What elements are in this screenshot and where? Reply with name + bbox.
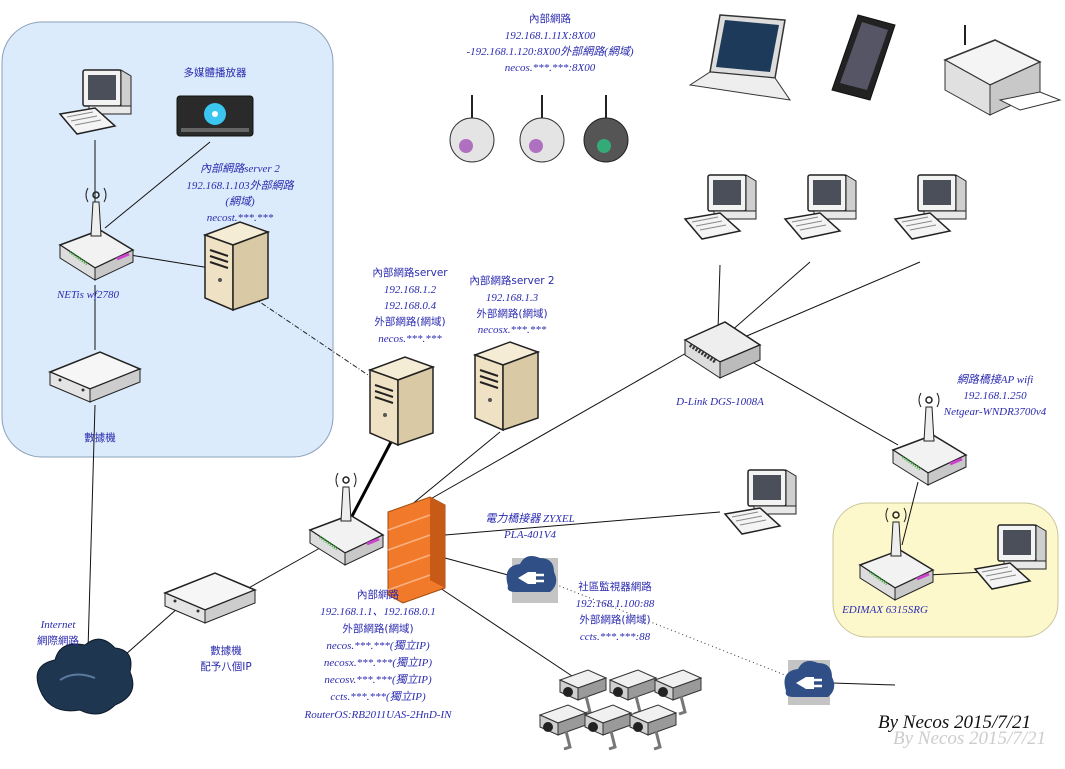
svg-text:外部網路(網域): 外部網路(網域)	[579, 613, 650, 626]
svg-text:電力橋接器 ZYXEL: 電力橋接器 ZYXEL	[485, 512, 575, 525]
svg-text:內部網路: 內部網路	[357, 588, 399, 601]
svg-text:necos.***.***(獨立IP): necos.***.***(獨立IP)	[326, 639, 430, 652]
desktop-computer-icon	[684, 174, 757, 240]
svg-text:RouterOS:RB2011UAS-2HnD-IN: RouterOS:RB2011UAS-2HnD-IN	[303, 709, 452, 721]
svg-text:necosx.***.***: necosx.***.***	[478, 324, 547, 336]
modem-left-label: 數據機	[84, 431, 116, 444]
svg-text:necost.***.***: necost.***.***	[207, 212, 274, 224]
internet-cloud-icon	[36, 638, 134, 715]
lan-zone	[1, 21, 334, 458]
svg-text:內部網路server 2: 內部網路server 2	[200, 162, 280, 175]
edimax-label: EDIMAX 6315SRG	[841, 604, 928, 616]
switch-label: D-Link DGS-1008A	[675, 396, 764, 408]
ap-label: 網路橋接AP wifi 192.168.1.250 Netgear-WNDR37…	[943, 373, 1047, 418]
media-player-icon	[176, 95, 254, 137]
server2-icon	[474, 341, 539, 431]
svg-text:內部網路server: 內部網路server	[372, 266, 448, 279]
signature: By Necos 2015/7/21	[878, 712, 1031, 733]
svg-text:192.168.1.1、192.168.0.1: 192.168.1.1、192.168.0.1	[320, 606, 436, 618]
svg-text:外部網路(網域): 外部網路(網域)	[374, 315, 445, 328]
main-router-label: 內部網路 192.168.1.1、192.168.0.1 外部網路(網域) ne…	[303, 588, 452, 721]
svg-text:192.168.1.2: 192.168.1.2	[384, 284, 437, 296]
svg-text:內部網路: 內部網路	[529, 12, 571, 25]
main-router-icon	[308, 471, 385, 567]
svg-text:192.168.1.250: 192.168.1.250	[963, 390, 1027, 402]
svg-text:Netgear-WNDR3700v4: Netgear-WNDR3700v4	[943, 406, 1047, 418]
svg-text:(網域): (網域)	[225, 195, 255, 208]
svg-text:內部網路server 2: 內部網路server 2	[469, 274, 554, 287]
svg-text:necosv.***.***(獨立IP): necosv.***.***(獨立IP)	[324, 673, 432, 686]
modem-bottom-icon	[164, 572, 256, 624]
svg-text:192.168.1.103外部網路: 192.168.1.103外部網路	[186, 179, 294, 192]
server-left-icon	[204, 221, 269, 311]
svg-text:網路橋接AP wifi: 網路橋接AP wifi	[957, 373, 1034, 386]
svg-text:ccts.***.***:88: ccts.***.***:88	[580, 631, 651, 643]
svg-text:社區監視器網路: 社區監視器網路	[578, 580, 652, 593]
netis-label: NETis wf2780	[56, 289, 120, 301]
svg-text:necos.***.***: necos.***.***	[378, 333, 442, 345]
svg-text:192.168.1.3: 192.168.1.3	[486, 292, 539, 304]
desktop-computer-icon	[724, 469, 797, 535]
ip-cameras-label: 內部網路 192.168.1.11X:8X00 -192.168.1.120:8…	[466, 12, 633, 74]
server-left-label: 內部網路server 2 192.168.1.103外部網路 (網域) neco…	[186, 162, 294, 224]
svg-text:外部網路(網域): 外部網路(網域)	[342, 622, 413, 635]
server1-icon	[369, 356, 434, 446]
modem-bottom-label: 數據機	[210, 644, 242, 657]
modem-bottom-label-ip: 配予八個IP	[200, 660, 251, 673]
svg-text:-192.168.1.120:8X00外部網路(網域): -192.168.1.120:8X00外部網路(網域)	[466, 45, 633, 58]
server1-label: 內部網路server 192.168.1.2 192.168.0.4 外部網路(…	[372, 266, 448, 345]
svg-text:192.168.1.11X:8X00: 192.168.1.11X:8X00	[505, 30, 596, 42]
plc-label: 電力橋接器 ZYXEL PLA-401V4	[485, 512, 575, 541]
svg-text:PLA-401V4: PLA-401V4	[503, 529, 556, 541]
ip-camera-icon	[449, 95, 629, 163]
connections	[87, 140, 986, 689]
media-player-label: 多媒體播放器	[184, 66, 247, 79]
signature-reflection: By Necos 2015/7/21	[893, 728, 1046, 749]
svg-text:192.168.0.4: 192.168.0.4	[384, 300, 437, 312]
svg-text:necos.***.***:8X00: necos.***.***:8X00	[505, 62, 596, 74]
server2-label: 內部網路server 2 192.168.1.3 外部網路(網域) necosx…	[469, 274, 554, 336]
cctv-camera-icon	[538, 668, 703, 751]
printer-icon	[943, 25, 1062, 116]
desktop-computer-icon	[894, 174, 967, 240]
internet-label: Internet	[40, 619, 77, 631]
network-switch-icon	[683, 321, 762, 379]
cctv-label: 社區監視器網路 192:168.1.100:88 外部網路(網域) ccts.*…	[576, 580, 655, 643]
smartphone-icon	[831, 14, 896, 101]
laptop-icon	[688, 14, 792, 101]
svg-text:外部網路(網域): 外部網路(網域)	[476, 307, 547, 320]
svg-text:192:168.1.100:88: 192:168.1.100:88	[576, 598, 655, 610]
internet-label-cn: 網際網路	[37, 634, 79, 647]
desktop-computer-icon	[784, 174, 857, 240]
svg-text:ccts.***.***(獨立IP): ccts.***.***(獨立IP)	[330, 690, 426, 703]
svg-text:necosx.***.***(獨立IP): necosx.***.***(獨立IP)	[324, 656, 432, 669]
firewall-icon	[387, 496, 446, 604]
